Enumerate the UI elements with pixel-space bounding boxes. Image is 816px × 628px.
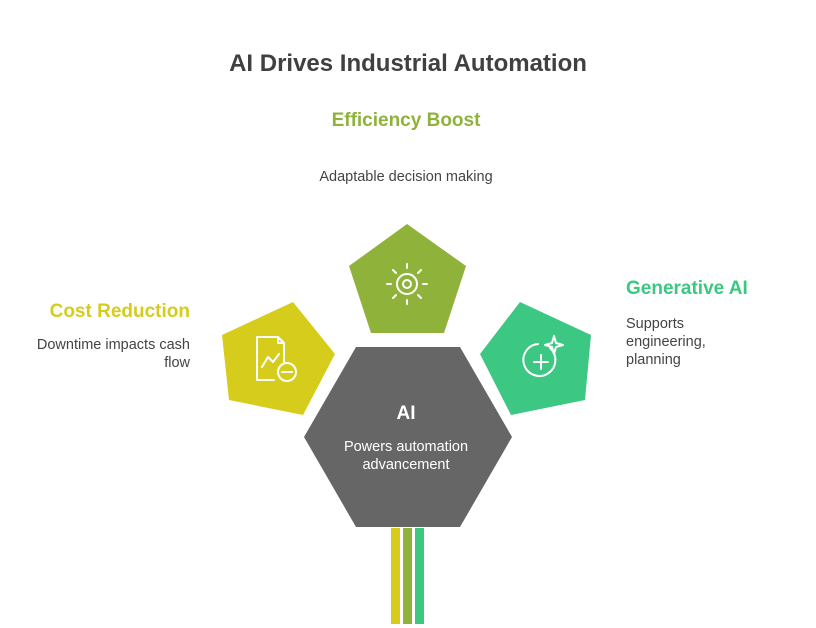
generative-description: Supports engineering, planning [626, 316, 706, 368]
cost-pentagon [222, 302, 335, 415]
sparkle-plus-icon [522, 335, 564, 377]
efficiency-heading: Efficiency Boost [331, 110, 481, 131]
ai-hexagon [304, 347, 512, 527]
ai-label: AI [396, 403, 416, 424]
diagram-title: AI Drives Industrial Automation [229, 50, 587, 77]
efficiency-pentagon [349, 224, 466, 333]
ai-description: Powers automation advancement [343, 439, 469, 473]
stem-bars [391, 528, 424, 624]
cost-description: Downtime impacts cash flow [36, 337, 190, 371]
cost-heading: Cost Reduction [49, 301, 190, 322]
efficiency-description: Adaptable decision making [319, 169, 493, 185]
stem-bar-cost [391, 528, 400, 624]
stem-bar-efficiency [403, 528, 412, 624]
generative-heading: Generative AI [626, 278, 748, 299]
sun-icon [386, 263, 428, 305]
chart-minus-icon [256, 336, 297, 382]
generative-pentagon [480, 302, 591, 415]
stem-bar-generative [415, 528, 424, 624]
